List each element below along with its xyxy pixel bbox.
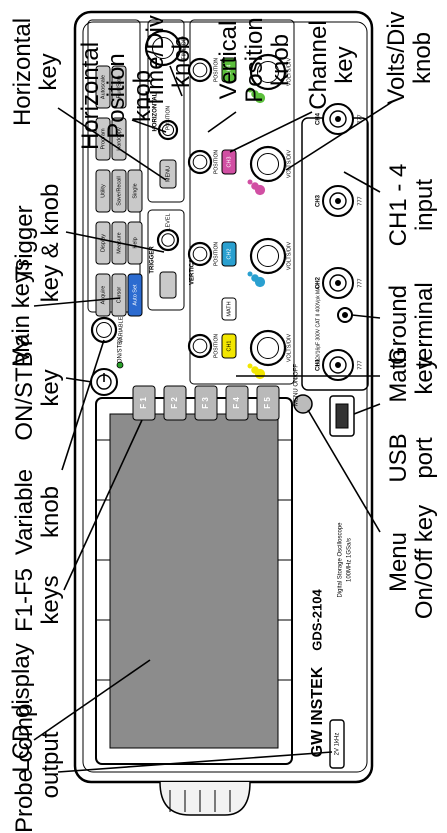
main-key-label: Acquire bbox=[100, 286, 106, 305]
ch4-input-label: CH4 bbox=[316, 112, 322, 125]
bandwidth-text: 100MHz 1GSa/s bbox=[347, 538, 353, 582]
math-key-label: MATH bbox=[226, 301, 232, 316]
ch3-volts-div-label: VOLTS/DIV bbox=[286, 150, 292, 179]
f5-key-label: F 5 bbox=[263, 397, 272, 409]
ch2-volts-div-label: VOLTS/DIV bbox=[286, 242, 292, 271]
ch4-input-pin bbox=[335, 116, 341, 122]
ch3-position-label: POSITION bbox=[213, 150, 219, 174]
ch1-color-dot bbox=[248, 364, 253, 369]
main-key-label: Display bbox=[100, 234, 106, 252]
ch2-color-dot bbox=[248, 272, 253, 277]
product-line-text: Digital Storage Oscilloscope bbox=[338, 522, 344, 598]
carry-handle bbox=[160, 782, 250, 815]
ch1-ground-symbol-text: 777 bbox=[357, 360, 363, 369]
f4-key-label: F 4 bbox=[232, 397, 241, 409]
ground-terminal-center bbox=[342, 312, 348, 318]
ch2-input-pin bbox=[335, 280, 341, 286]
trigger-level-label: LEVEL bbox=[165, 213, 171, 230]
usb-port[interactable] bbox=[336, 404, 348, 428]
ch2-ground-symbol-text: 777 bbox=[357, 278, 363, 287]
horizontal-position-label: POSITION bbox=[165, 106, 171, 130]
ch1-input-pin bbox=[335, 362, 341, 368]
ch2-position-knob[interactable] bbox=[189, 243, 211, 265]
ch3-input-label: CH3 bbox=[316, 194, 322, 207]
ch3-position-knob[interactable] bbox=[189, 151, 211, 173]
ch3-channel-key-label: CH3 bbox=[226, 156, 232, 167]
ch1-color-dot bbox=[255, 369, 265, 379]
ch1-volts-div-label: VOLTS/DIV bbox=[286, 334, 292, 363]
main-key-label: Cursor bbox=[116, 287, 122, 304]
ch2-volts-div-knob[interactable] bbox=[251, 239, 285, 273]
f1-key-label: F 1 bbox=[139, 397, 148, 409]
variable-label: VARIABLE bbox=[118, 316, 124, 343]
trigger-level-knob[interactable] bbox=[158, 230, 178, 250]
ch2-color-dot bbox=[255, 277, 265, 287]
ch3-color-dot bbox=[248, 180, 253, 185]
main-key-label: Save/Recall bbox=[116, 176, 122, 205]
ch2-channel-key-label: CH2 bbox=[226, 248, 232, 259]
trigger-menu-key[interactable] bbox=[160, 272, 176, 298]
probe-comp-label: 2V 1kHz bbox=[335, 733, 341, 756]
ch3-input-pin bbox=[335, 198, 341, 204]
variable-knob[interactable] bbox=[92, 318, 116, 342]
horizontal-menu-label: MENU bbox=[165, 166, 171, 182]
lcd-screen bbox=[110, 414, 278, 748]
main-key-label: Single bbox=[132, 183, 138, 198]
ch1-position-knob[interactable] bbox=[189, 335, 211, 357]
ch-rating-text: 1MΩ//16pF 300V CAT II 400Vpk MAX bbox=[315, 283, 321, 367]
main-key-label: Auto Set bbox=[132, 284, 138, 306]
brand-logo: GW INSTEK bbox=[309, 666, 326, 757]
ch2-position-label: POSITION bbox=[213, 242, 219, 266]
ch1-channel-key-label: CH1 bbox=[226, 340, 232, 351]
model-name: GDS-2104 bbox=[309, 589, 324, 651]
ch3-ground-symbol-text: 777 bbox=[357, 196, 363, 205]
ch1-position-label: POSITION bbox=[213, 334, 219, 358]
ch3-volts-div-knob[interactable] bbox=[251, 147, 285, 181]
ch1-volts-div-knob[interactable] bbox=[251, 331, 285, 365]
main-key-label: Utility bbox=[100, 184, 106, 198]
f3-key-label: F 3 bbox=[201, 397, 210, 409]
ch3-color-dot bbox=[255, 185, 265, 195]
f2-key-label: F 2 bbox=[170, 397, 179, 409]
